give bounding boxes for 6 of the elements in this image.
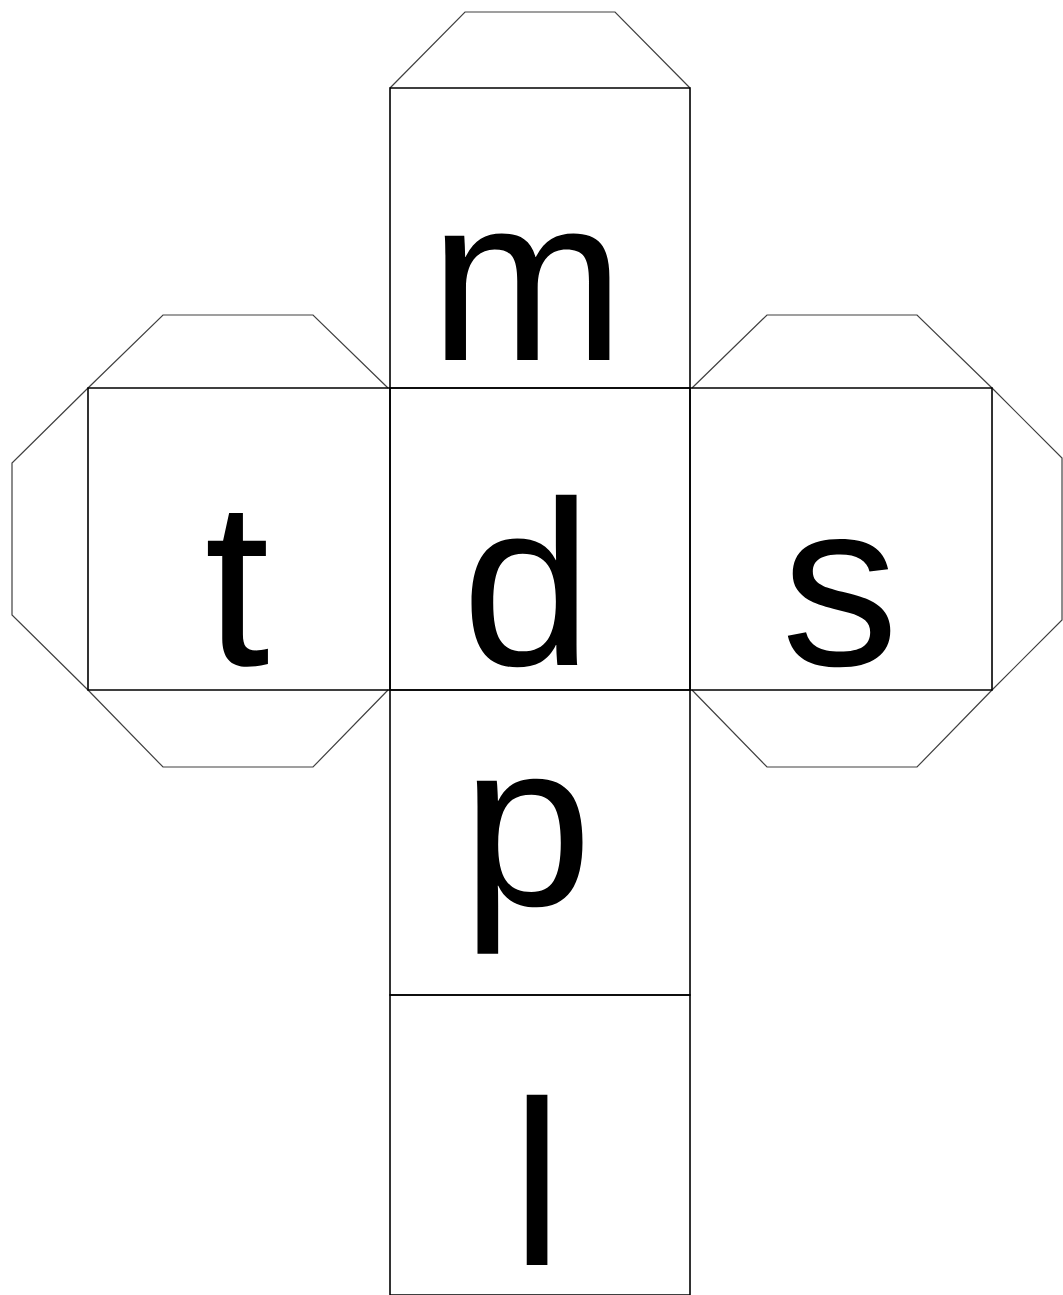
letter-face: p: [389, 689, 691, 996]
letter-face: d: [389, 387, 691, 691]
letter-face: l: [389, 994, 691, 1295]
letter-face: m: [389, 87, 691, 389]
letter-face: t: [87, 387, 391, 691]
letter-face: s: [689, 387, 993, 691]
